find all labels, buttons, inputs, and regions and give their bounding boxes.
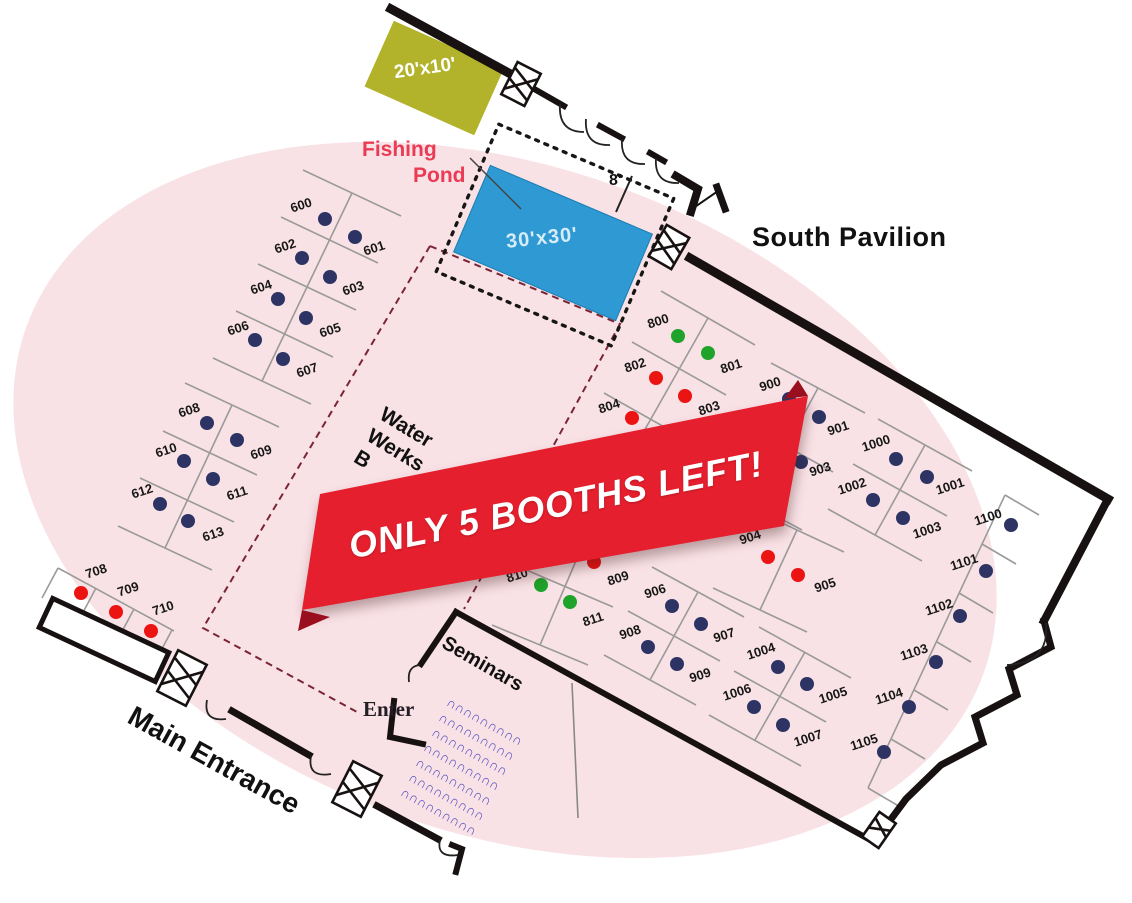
booth-dot-612[interactable] (153, 497, 167, 511)
booth-dot-1105[interactable] (877, 745, 891, 759)
booth-dot-1101[interactable] (979, 564, 993, 578)
booth-dot-901[interactable] (812, 410, 826, 424)
booth-dot-1006[interactable] (747, 700, 761, 714)
booth-dot-708[interactable] (74, 586, 88, 600)
pond-leader-line (469, 157, 522, 210)
south-pavilion-label: South Pavilion (752, 222, 947, 252)
booth-dot-1100[interactable] (1004, 518, 1018, 532)
booth-dot-1003[interactable] (896, 511, 910, 525)
booth-dot-605[interactable] (299, 311, 313, 325)
stage-size-label: 20'x10' (392, 53, 458, 84)
booth-dot-802[interactable] (649, 371, 663, 385)
booth-dot-908[interactable] (641, 640, 655, 654)
water-werks-label: Water Werks B (349, 402, 441, 499)
booth-dot-1103[interactable] (929, 655, 943, 669)
door-arcs (205, 103, 1048, 857)
booth-dot-600[interactable] (318, 212, 332, 226)
stage-rect (364, 20, 504, 136)
booth-dot-1005[interactable] (800, 677, 814, 691)
fishing-pond-label-line1: Fishing (362, 138, 437, 161)
booth-dot-800[interactable] (671, 329, 685, 343)
booth-dot-801[interactable] (701, 346, 715, 360)
vestibule-hatch-boxes (155, 60, 898, 850)
booth-dot-1004[interactable] (771, 660, 785, 674)
main-entrance-label: Main Entrance (122, 700, 306, 820)
entrance-corridor (35, 595, 173, 685)
booth-dot-607[interactable] (276, 352, 290, 366)
booth-dot-1104[interactable] (902, 700, 916, 714)
aisle-dimension-tick (615, 175, 633, 213)
fishing-pond-label-line2: Pond (413, 164, 466, 187)
aisle-width-label: 8' (609, 172, 622, 189)
booth-dot-613[interactable] (181, 514, 195, 528)
booth-dot-909[interactable] (670, 657, 684, 671)
booth-dot-709[interactable] (109, 605, 123, 619)
pond-size-label: 30'x30' (505, 223, 580, 253)
seminars-label: Seminars (438, 632, 527, 697)
booth-dot-1000[interactable] (889, 452, 903, 466)
enter-label: Enter (363, 697, 415, 721)
pond-rect (452, 164, 654, 322)
booth-dot-710[interactable] (144, 624, 158, 638)
booth-dot-609[interactable] (230, 433, 244, 447)
booth-dot-1007[interactable] (776, 718, 790, 732)
booth-dot-611[interactable] (206, 472, 220, 486)
booth-dot-1001[interactable] (920, 470, 934, 484)
booth-dot-608[interactable] (200, 416, 214, 430)
booth-dot-601[interactable] (348, 230, 362, 244)
pond-dotted-border (434, 122, 676, 348)
booth-dot-907[interactable] (694, 617, 708, 631)
booth-dot-610[interactable] (177, 454, 191, 468)
booth-dot-604[interactable] (271, 292, 285, 306)
booth-dot-603[interactable] (323, 270, 337, 284)
booth-dot-1002[interactable] (866, 493, 880, 507)
booth-dot-606[interactable] (248, 333, 262, 347)
booth-dot-602[interactable] (295, 251, 309, 265)
booth-dot-1102[interactable] (953, 609, 967, 623)
